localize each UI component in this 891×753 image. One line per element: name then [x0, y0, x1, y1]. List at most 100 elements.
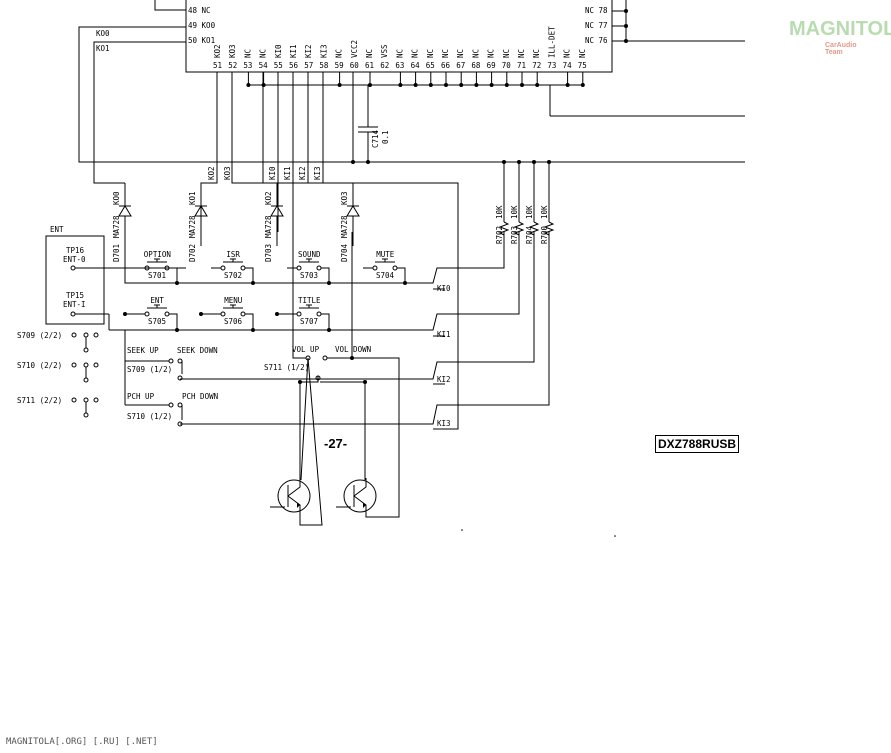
ic-signal-lines: KO2 KO3 KI0 KI1 KI2 KI3 — [200, 72, 459, 430]
ic-pin-number: 52 — [228, 61, 237, 70]
ic-pin-number: 61 — [365, 61, 374, 70]
ic-left-pin-label: 49 KO0 — [188, 21, 216, 30]
switch-contact — [240, 265, 246, 271]
ic-pin-number: 51 — [213, 61, 222, 70]
rotary-switches: SEEK UP SEEK DOWN S709 (1/2) PCH UP PCH … — [124, 232, 371, 427]
ic-pin-name: VCC2 — [350, 40, 359, 58]
ic-pin-number: 59 — [335, 61, 344, 70]
switch-actuator — [223, 258, 243, 263]
diode-ref: D701 — [112, 244, 121, 262]
switch-ref: S707 — [300, 317, 318, 326]
ic-pin-name: NC — [365, 49, 374, 58]
ko1-label: KO1 — [96, 44, 110, 53]
ic-right-pin-label: NC 76 — [585, 36, 608, 45]
switch-ref: S705 — [148, 317, 166, 326]
switch-name: MENU — [224, 296, 242, 305]
ic-pin-name: KI0 — [274, 44, 283, 58]
resistor-ref: R700 — [540, 225, 549, 244]
switch-actuator — [223, 304, 243, 309]
s709-2-label: S709 (2/2) — [17, 331, 62, 340]
switch-contact — [144, 311, 150, 317]
resistor-value: 10K — [495, 205, 504, 219]
diode-group: D701MA728KO0D702MA728KO1D703MA728KO2D704… — [112, 183, 360, 262]
switch-contact — [316, 265, 322, 271]
diode-ref: D703 — [264, 244, 273, 262]
switch-ref: S703 — [300, 271, 318, 280]
diode-net: KO2 — [264, 191, 273, 205]
junction-dot — [403, 281, 407, 285]
junction-dot — [327, 281, 331, 285]
switch-ref: S706 — [224, 317, 243, 326]
diode-net: KO3 — [340, 191, 349, 205]
switch-name: ISR — [226, 250, 240, 259]
ic-pin-number: 72 — [532, 61, 541, 70]
ic-pin-name: NC — [578, 49, 587, 58]
switch-wire — [211, 267, 254, 283]
logo-text: MAGNITOLA — [789, 18, 891, 40]
ic-pin-number: 71 — [517, 61, 526, 70]
ki-rows: KI0 KI1 KI2 KI3 — [109, 231, 550, 430]
s711-2-label: S711 (2/2) — [17, 396, 62, 405]
s710-2-label: S710 (2/2) — [17, 361, 62, 370]
model-label: DXZ788RUSB — [655, 435, 740, 453]
ent-box-title: ENT — [50, 225, 64, 234]
ic-pin-name: KI2 — [304, 44, 313, 58]
ic-pin-number: 62 — [380, 61, 389, 70]
ic-pin-name: VSS — [380, 44, 389, 58]
ic-right-pin-label: NC 78 — [585, 6, 608, 15]
junction-dot — [251, 281, 255, 285]
ic-pin-number: 54 — [259, 61, 269, 70]
ic-pin-name: NC — [243, 49, 252, 58]
ic-pin-number: 69 — [487, 61, 496, 70]
resistor-ref: R703 — [510, 226, 519, 244]
junction-dot — [327, 328, 331, 332]
c714-value: 0.1 — [381, 130, 390, 144]
ki1-row-label: KI1 — [437, 330, 451, 339]
pch-down-label: PCH DOWN — [182, 392, 218, 401]
ic-pin-name: NC — [471, 49, 480, 58]
resistor-body — [528, 221, 540, 236]
footer-watermark: MAGNITOLA[.ORG] [.RU] [.NET] — [6, 737, 158, 747]
ic-pin-name: NC — [563, 49, 572, 58]
ic-left-pin-label: 48 NC — [188, 6, 211, 15]
switch-contact — [392, 265, 398, 271]
diode-symbol — [346, 205, 360, 217]
nc48-line — [154, 0, 186, 11]
ic-pin-number: 63 — [395, 61, 404, 70]
junction-dot — [199, 312, 203, 316]
switch-contact — [296, 265, 302, 271]
resistor-body — [513, 221, 525, 236]
ki0-label: KI0 — [268, 166, 277, 180]
s710-1-label: S710 (1/2) — [127, 412, 172, 421]
ic-outline — [185, 0, 613, 73]
switch-actuator — [375, 258, 395, 263]
switch-name: TITLE — [298, 296, 321, 305]
diode-ref: D702 — [188, 244, 197, 262]
junction-dot — [123, 312, 127, 316]
tp16-label: TP16 — [66, 246, 85, 255]
switch-name: OPTION — [144, 250, 171, 259]
diode-symbol — [118, 205, 132, 217]
ic-pin-number: 55 — [274, 61, 283, 70]
ko-left-lines: KO0 KO1 — [78, 26, 745, 184]
vol-down-label: VOL DOWN — [335, 345, 371, 354]
ic-pin-number: 64 — [411, 61, 421, 70]
pch-up-label: PCH UP — [127, 392, 155, 401]
nc-bus — [247, 84, 745, 117]
resistor-value: 10K — [540, 205, 549, 219]
switch-wire — [287, 267, 330, 283]
s709-1-label: S709 (1/2) — [127, 365, 172, 374]
transistor-sketches — [270, 357, 400, 526]
ic-pin-name: NC — [395, 49, 404, 58]
ki0-row-label: KI0 — [437, 284, 451, 293]
ic-pin-name: NC — [411, 49, 420, 58]
switch-wire — [201, 313, 254, 330]
switch-actuator — [147, 304, 167, 309]
resistor-value: 10K — [525, 205, 534, 219]
tp15-label: TP15 — [66, 291, 84, 300]
